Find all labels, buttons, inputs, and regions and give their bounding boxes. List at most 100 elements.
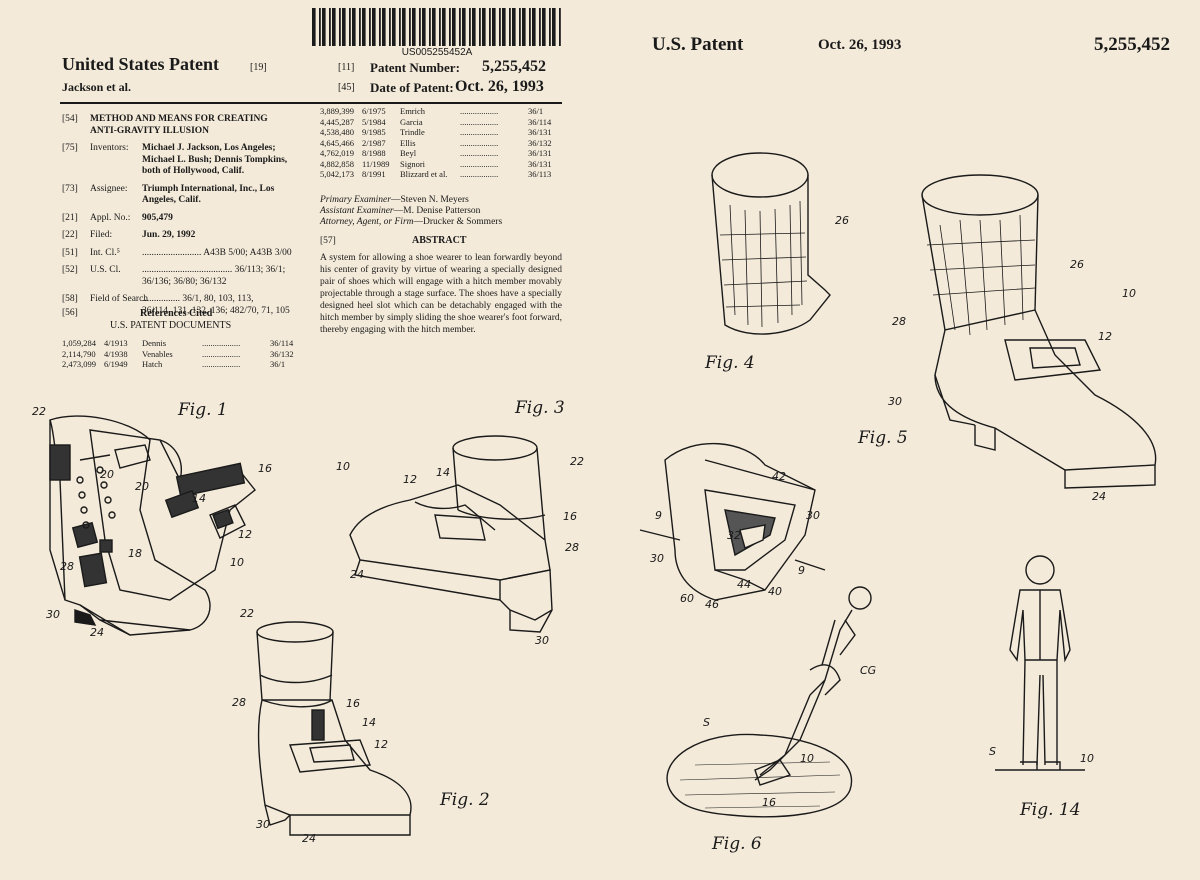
field-3: [21]Appl. No.:905,479 xyxy=(62,213,312,225)
heel-slot-drawing xyxy=(639,442,826,601)
citation-cls: 36/1 xyxy=(528,106,544,116)
barcode-bar xyxy=(372,8,376,46)
barcode-bar xyxy=(402,8,406,46)
field-value: Jun. 29, 1992 xyxy=(142,230,196,240)
fig2-ref-24: 24 xyxy=(302,832,316,845)
primary-examiner: Primary Examiner—Steven N. Meyers xyxy=(320,195,469,205)
barcode-bar xyxy=(442,8,446,46)
fig1-drawing xyxy=(49,415,256,636)
fig5-ref-30: 30 xyxy=(888,395,902,408)
barcode-bar xyxy=(539,8,541,46)
document-number: US005255452A xyxy=(401,47,473,58)
citation-name: Garcia xyxy=(400,116,423,127)
citation-date: 8/1988 xyxy=(362,148,386,158)
citation-num: 4,538,480 xyxy=(320,127,354,137)
barcode-bar xyxy=(542,8,546,46)
primary-examiner-label: Primary Examiner xyxy=(320,195,391,205)
fig6-ref-16: 16 xyxy=(762,796,776,809)
patent-title: United States Patent xyxy=(62,54,219,74)
abstract-text: A system for allowing a shoe wearer to l… xyxy=(320,253,562,335)
field-value: Angeles, Calif. xyxy=(142,195,201,205)
citation-date: 4/1938 xyxy=(104,348,128,359)
slot-ref-46: 46 xyxy=(705,598,719,611)
barcode-bar xyxy=(502,8,506,46)
barcode-bar xyxy=(322,8,326,46)
field-code: [52] xyxy=(62,265,78,275)
field-value: 905,479 xyxy=(142,212,173,223)
fig2-drawing xyxy=(256,621,412,836)
fig1-ref-24: 24 xyxy=(90,626,104,639)
field-value: Triumph International, Inc., Los xyxy=(142,183,275,194)
barcode-bar xyxy=(549,8,551,46)
citation-num: 4,645,466 xyxy=(320,137,354,148)
fig2-ref-28: 28 xyxy=(232,696,246,709)
patent-number-label: Patent Number: xyxy=(370,60,460,75)
abstract-code: [57] xyxy=(320,236,336,246)
citation-date: 6/1949 xyxy=(104,359,128,369)
field-label: U.S. Cl. xyxy=(90,265,121,275)
barcode-bar xyxy=(389,8,391,46)
citation-name: Blizzard et al. xyxy=(400,169,448,179)
fig1-ref-16: 16 xyxy=(258,462,272,475)
fig2-ref-16: 16 xyxy=(346,697,360,710)
assistant-examiner: Assistant Examiner—M. Denise Patterson xyxy=(320,206,480,216)
field-5: [51]Int. Cl.⁵......................... A… xyxy=(62,248,312,260)
field-code: [73] xyxy=(62,183,78,194)
fig14-drawing xyxy=(995,555,1085,771)
field-value: ................ 36/1, 80, 103, 113, xyxy=(142,294,254,304)
patent-number-value: 5,255,452 xyxy=(482,58,546,75)
field-value: Michael L. Bush; Dennis Tompkins, xyxy=(142,154,288,165)
field-value: both of Hollywood, Calif. xyxy=(142,166,245,176)
barcode-bar xyxy=(509,8,511,46)
citation-cls: 36/1 xyxy=(270,359,286,369)
inventor-short: Jackson et al. xyxy=(62,80,131,94)
field-value: Michael J. Jackson, Los Angeles; xyxy=(142,143,276,153)
field-label: Field of Search xyxy=(90,294,149,304)
fig1-label: Fig. 1 xyxy=(178,400,228,420)
citation-num: 2,473,099 xyxy=(62,359,96,369)
right-number: 5,255,452 xyxy=(1094,34,1170,55)
field-label: Inventors: xyxy=(90,143,129,153)
fig6-label: Fig. 6 xyxy=(712,834,762,854)
barcode-bar xyxy=(319,8,321,46)
barcode-bar xyxy=(412,8,416,46)
barcode-bar xyxy=(492,8,496,46)
field-value: ...................................... 3… xyxy=(142,265,286,275)
barcode-bar xyxy=(529,8,531,46)
date-value: Oct. 26, 1993 xyxy=(455,78,544,95)
barcode-bar xyxy=(332,8,336,46)
barcode-bar xyxy=(559,8,561,46)
fig5-ref-10: 10 xyxy=(1122,287,1136,300)
fig5-ref-24: 24 xyxy=(1092,490,1106,503)
barcode-bar xyxy=(462,8,466,46)
citation-cls: 36/132 xyxy=(270,348,294,359)
fig5-ref-12: 12 xyxy=(1098,330,1112,343)
barcode-bar xyxy=(459,8,461,46)
barcode-bar xyxy=(382,8,386,46)
field-7: [58]Field of Search................ 36/1… xyxy=(62,294,312,317)
barcode-bar xyxy=(369,8,371,46)
patent-number-code: [11] xyxy=(338,62,355,73)
citation-cls: 36/132 xyxy=(528,137,552,148)
field-value: METHOD AND MEANS FOR CREATING xyxy=(90,114,268,124)
fig1-ref-10: 10 xyxy=(230,556,244,569)
barcode-bar xyxy=(489,8,491,46)
citation-date: 2/1987 xyxy=(362,137,386,148)
fig3-ref-16: 16 xyxy=(563,510,577,523)
field-code: [75] xyxy=(62,143,78,153)
citation-leader: .................. xyxy=(460,127,499,137)
barcode-bar xyxy=(479,8,481,46)
citation-num: 4,882,858 xyxy=(320,158,354,169)
fig4-ref-26: 26 xyxy=(835,214,849,227)
abstract-heading: ABSTRACT xyxy=(412,235,467,246)
field-1: [75] Inventors: Michael J. Jackson, Los An… xyxy=(62,143,312,178)
citation-num: 5,042,173 xyxy=(320,169,354,179)
field-6: [52] U.S. Cl.............................… xyxy=(62,265,312,288)
fig5-drawing xyxy=(921,174,1157,489)
slot-ref-32: 32 xyxy=(727,529,741,542)
barcode-bar xyxy=(329,8,331,46)
